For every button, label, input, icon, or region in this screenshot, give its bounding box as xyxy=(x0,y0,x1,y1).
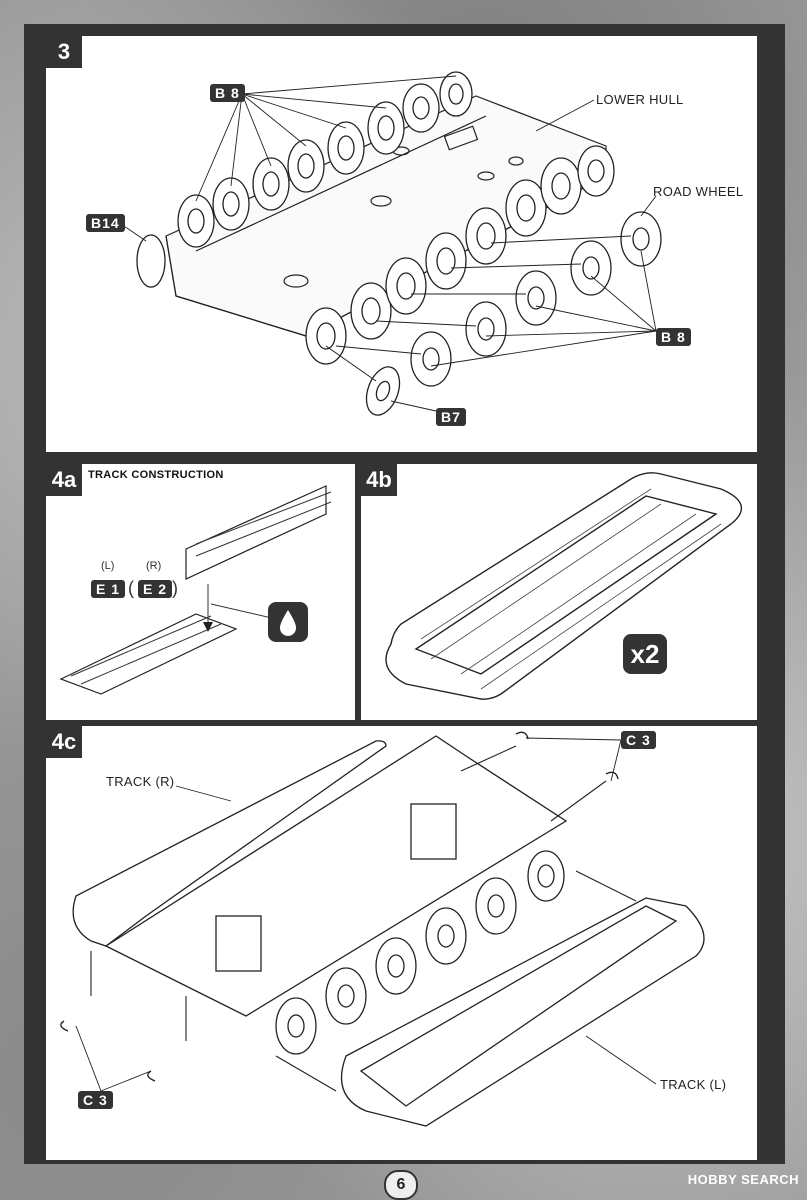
part-b14: B14 xyxy=(86,214,125,232)
left-code: (L) xyxy=(101,560,115,572)
part-b8-bottom: B 8 xyxy=(656,328,691,346)
step-4c-track-install-drawing xyxy=(60,731,705,1127)
step-4b-panel: 4b x2 xyxy=(361,464,757,720)
paren-open: ( xyxy=(128,578,134,598)
step-4b-track-loop-drawing xyxy=(385,472,743,700)
step-4c-panel: 4c xyxy=(46,726,757,1160)
part-c3-bottom: C 3 xyxy=(78,1091,113,1109)
part-e2: E 2 xyxy=(138,580,173,598)
step-3-panel: 3 xyxy=(46,36,757,452)
step-4c-number: 4c xyxy=(46,726,82,758)
step-4a-number: 4a xyxy=(46,464,82,496)
step-3-number: 3 xyxy=(46,36,82,68)
track-l-label: TRACK (L) xyxy=(660,1077,727,1092)
track-r-label: TRACK (R) xyxy=(106,774,175,789)
step-4a-track-link-drawing xyxy=(59,485,332,695)
part-c3-top: C 3 xyxy=(621,731,656,749)
glue-drop-icon xyxy=(268,602,308,642)
step-4a-panel: 4a TRACK CONSTRUCTION (L) (R) E 1 ( E 2 … xyxy=(46,464,355,720)
paren-close: ) xyxy=(172,578,178,598)
part-b7: B7 xyxy=(436,408,466,426)
track-construction-title: TRACK CONSTRUCTION xyxy=(88,469,224,481)
road-wheel-label: ROAD WHEEL xyxy=(653,184,744,199)
page-number: 6 xyxy=(384,1170,418,1200)
part-b8-top: B 8 xyxy=(210,84,245,102)
part-e1: E 1 xyxy=(91,580,126,598)
step-4b-number: 4b xyxy=(361,464,397,496)
quantity-x2-badge: x2 xyxy=(623,634,667,674)
lower-hull-label: LOWER HULL xyxy=(596,92,684,107)
hobby-search-watermark: HOBBY SEARCH xyxy=(687,1172,799,1187)
right-code: (R) xyxy=(146,560,162,572)
step-3-hull-drawing xyxy=(120,71,662,416)
